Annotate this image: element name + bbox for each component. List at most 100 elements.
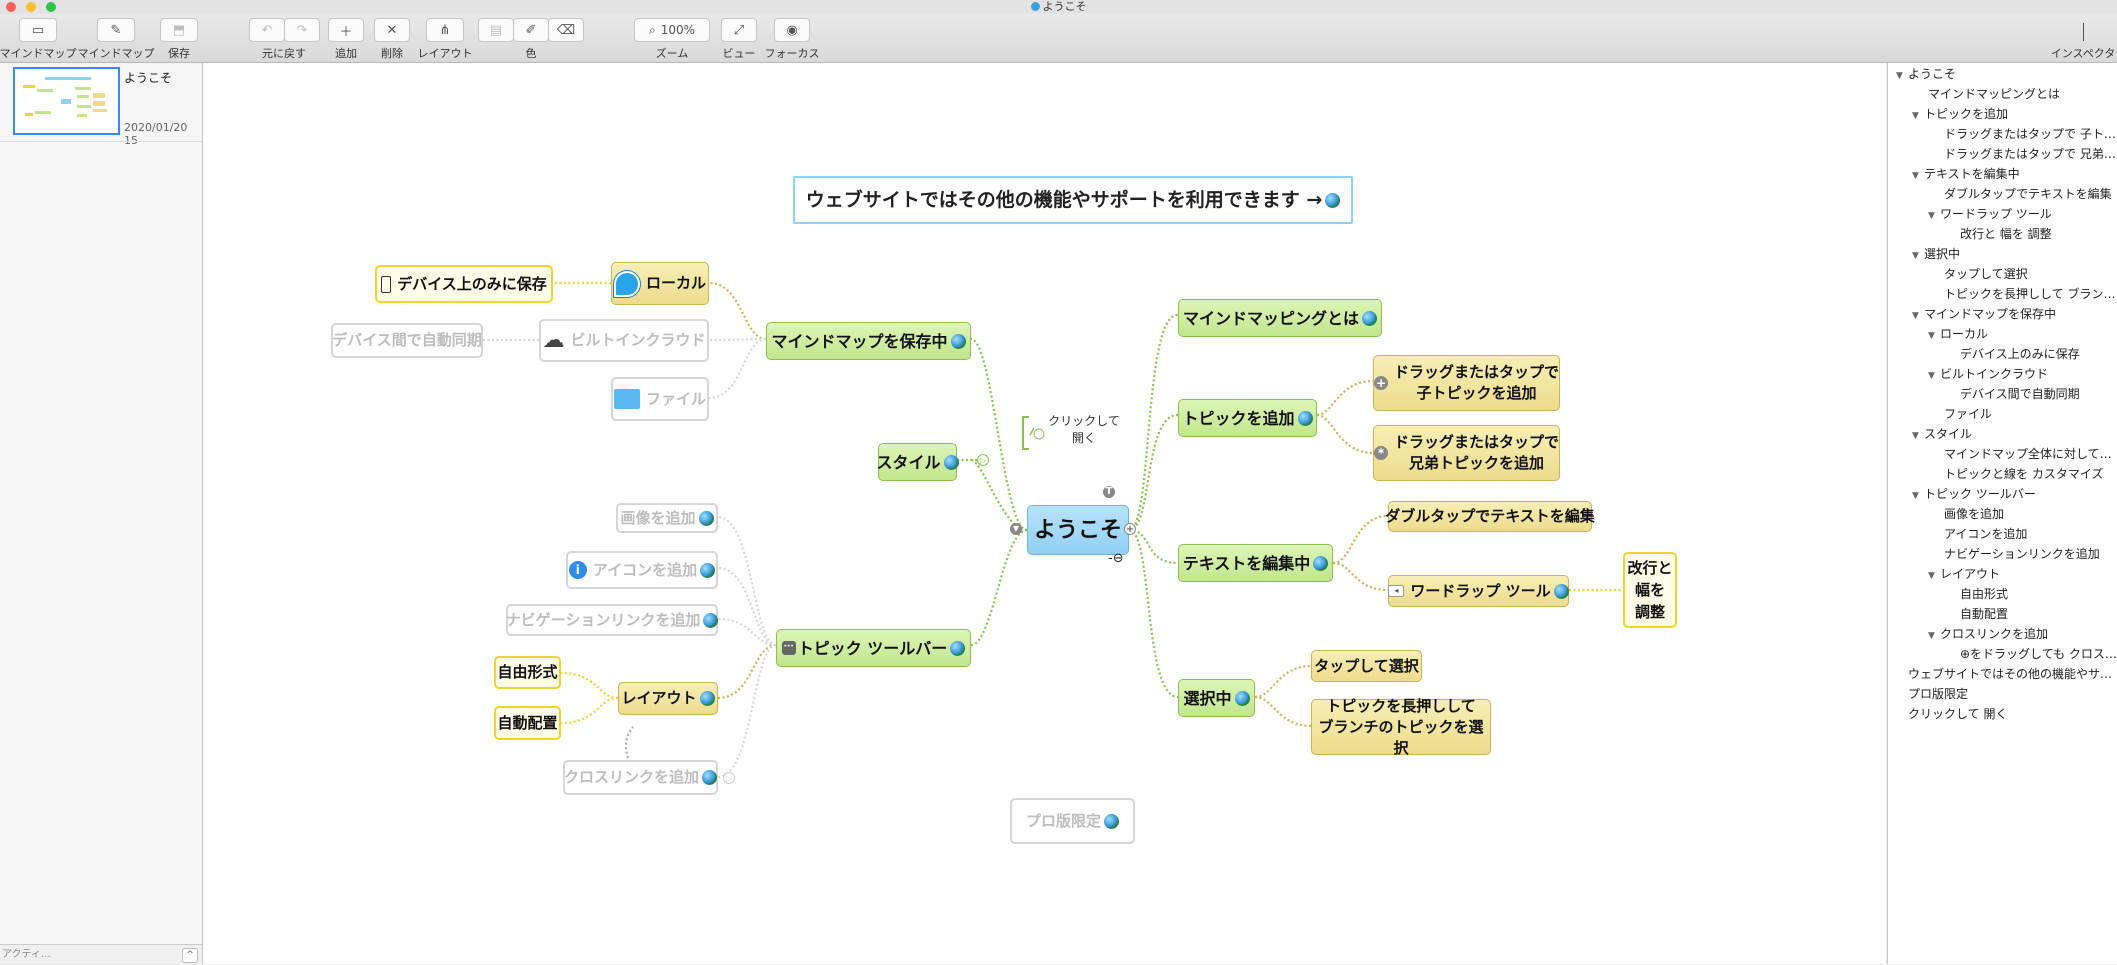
globe-icon[interactable] [950,640,966,656]
redo-button[interactable]: ↷ [284,18,320,42]
topic-tap-to-select[interactable]: タップして選択 [1311,650,1422,682]
globe-icon[interactable] [1553,583,1569,599]
outline-item[interactable]: ▼選択中 [1912,247,1960,264]
add-child-icon[interactable]: + [1124,523,1136,535]
mindmap-canvas[interactable]: ウェブサイトではその他の機能やサポートを利用できます → ようこそ T + ▼ … [203,63,1886,964]
topic-layout[interactable]: レイアウト [618,682,718,715]
close-window-button[interactable] [6,2,16,12]
topic-add-image[interactable]: 画像を追加 [616,503,718,533]
globe-icon[interactable] [1297,410,1313,426]
globe-icon[interactable] [700,562,716,578]
outline-item[interactable]: ダブルタップでテキストを編集 [1944,187,2112,202]
outline-item[interactable]: トピックを長押しして ブラン… [1944,287,2115,302]
topic-wordwrap-tool[interactable]: ◂ワードラップ ツール [1388,575,1569,607]
topic-device-only[interactable]: デバイス上のみに保存 [375,265,553,303]
outline-item[interactable]: ▼クロスリンクを追加 [1928,627,2048,644]
topic-file[interactable]: ファイル [611,377,709,421]
topic-pro-only[interactable]: プロ版限定 [1010,798,1135,844]
outline-item[interactable]: アイコンを追加 [1944,527,2027,542]
outline-item[interactable]: ナビゲーションリンクを追加 [1944,547,2100,562]
document-thumbnail[interactable] [13,67,120,135]
outline-item[interactable]: ▼マインドマップを保存中 [1912,307,2056,324]
disclosure-triangle-icon[interactable]: ▼ [1912,431,1919,441]
topic-auto-sync[interactable]: デバイス間で自動同期 [331,323,483,358]
outline-item[interactable]: ドラッグまたはタップで 兄弟… [1944,147,2116,162]
text-tool-icon[interactable]: T [1103,486,1115,498]
outline-item[interactable]: マインドマッピングとは [1928,87,2060,102]
outline-item[interactable]: デバイス上のみに保存 [1960,347,2080,362]
inspector-icon[interactable] [2083,23,2084,41]
globe-icon[interactable] [943,454,959,470]
topic-editing-text[interactable]: テキストを編集中 [1178,544,1333,582]
outline-item[interactable]: ▼テキストを編集中 [1912,167,2020,184]
disclosure-triangle-icon[interactable]: ▼ [1912,251,1919,261]
mindmap-browser-button[interactable]: ▭ [19,18,57,42]
topic-auto-layout[interactable]: 自動配置 [494,706,561,740]
globe-icon[interactable] [950,333,966,349]
undo-button[interactable]: ↶ [249,18,285,42]
root-topic[interactable]: ようこそ [1027,505,1129,555]
zoom-window-button[interactable] [46,2,56,12]
outline-item[interactable]: マインドマップ全体に対して… [1944,447,2112,462]
eraser-button[interactable]: ⌫ [548,18,584,42]
topic-add-nav-link[interactable]: ナビゲーションリンクを追加 [506,604,719,636]
crosslink-handle-icon[interactable]: -⊖ [1108,551,1124,566]
disclosure-triangle-icon[interactable]: ▼ [1912,491,1919,501]
zoom-control[interactable]: ⌕100% [634,18,710,42]
outline-item[interactable]: ▼スタイル [1912,427,1972,444]
topic-add-topic[interactable]: トピックを追加 [1178,399,1317,437]
disclosure-triangle-icon[interactable]: ▼ [1912,111,1919,121]
outline-item[interactable]: ▼トピックを追加 [1912,107,2008,124]
topic-icloud[interactable]: ☁ビルトインクラウド [539,319,709,362]
topic-double-tap-edit[interactable]: ダブルタップでテキストを編集 [1385,501,1595,532]
website-banner-topic[interactable]: ウェブサイトではその他の機能やサポートを利用できます → [793,176,1353,224]
globe-icon[interactable] [698,510,714,526]
topic-wrap-adjust[interactable]: 改行と 幅を 調整 [1623,552,1677,628]
globe-icon[interactable] [1104,813,1119,829]
minimize-window-button[interactable] [26,2,36,12]
outline-item[interactable]: トピックと線を カスタマイズ [1944,467,2103,482]
outline-item[interactable]: デバイス間で自動同期 [1960,387,2080,402]
topic-freeform[interactable]: 自由形式 [494,656,561,689]
topic-add-sibling[interactable]: *ドラッグまたはタップで 兄弟トピックを追加 [1373,425,1560,481]
topic-long-press-select[interactable]: トピックを長押しして ブランチのトピックを選択 [1311,697,1491,757]
globe-icon[interactable] [1313,555,1329,571]
outline-item[interactable]: タップして選択 [1944,267,2028,282]
topic-add-crosslink[interactable]: クロスリンクを追加 [563,760,718,795]
disclosure-triangle-icon[interactable]: ▼ [1928,211,1935,221]
topic-what-is-mindmapping[interactable]: マインドマッピングとは [1178,299,1382,337]
note-icon[interactable]: ▷ [723,772,735,784]
collapse-icon[interactable]: ▼ [1010,523,1022,535]
topic-add-child[interactable]: +ドラッグまたはタップで 子トピックを追加 [1373,355,1560,411]
outline-item[interactable]: クリックして 開く [1908,707,2007,722]
save-button[interactable]: ⬒ [160,18,198,42]
outline-item[interactable]: ▼ローカル [1928,327,1988,344]
disclosure-triangle-icon[interactable]: ▼ [1928,571,1935,581]
outline-item[interactable]: ファイル [1944,407,1992,422]
outline-item[interactable]: ▼ようこそ [1896,67,1956,84]
outline-item[interactable]: 自由形式 [1960,587,2008,602]
globe-icon[interactable] [1325,192,1341,208]
topic-topic-toolbar[interactable]: ···トピック ツールバー [776,629,971,667]
globe-icon[interactable] [1362,310,1377,326]
note-icon[interactable]: ▷ [977,454,989,466]
globe-icon[interactable] [702,770,718,785]
outline-item[interactable]: ウェブサイトではその他の機能やサ… [1908,667,2112,682]
outline-item[interactable]: ▼ワードラップ ツール [1928,207,2052,224]
focus-button[interactable]: ◉ [774,18,810,42]
layout-button[interactable]: ⋔ [426,18,464,42]
pen-color-button[interactable]: ✐ [513,18,549,42]
fill-color-button[interactable]: ▤ [478,18,514,42]
outline-item[interactable]: 自動配置 [1960,607,2008,622]
disclosure-triangle-icon[interactable]: ▼ [1896,71,1903,81]
topic-selecting[interactable]: 選択中 [1178,679,1255,717]
outline-item[interactable]: 改行と 幅を 調整 [1960,227,2052,242]
disclosure-triangle-icon[interactable]: ▼ [1912,311,1919,321]
mindmap-edit-button[interactable]: ✎ [97,18,135,42]
topic-saving-mindmap[interactable]: マインドマップを保存中 [766,322,971,360]
disclosure-triangle-icon[interactable]: ▼ [1912,171,1919,181]
view-button[interactable]: ⤢ [721,18,757,42]
globe-icon[interactable] [1234,690,1250,706]
outline-item[interactable]: ▼トピック ツールバー [1912,487,2036,504]
